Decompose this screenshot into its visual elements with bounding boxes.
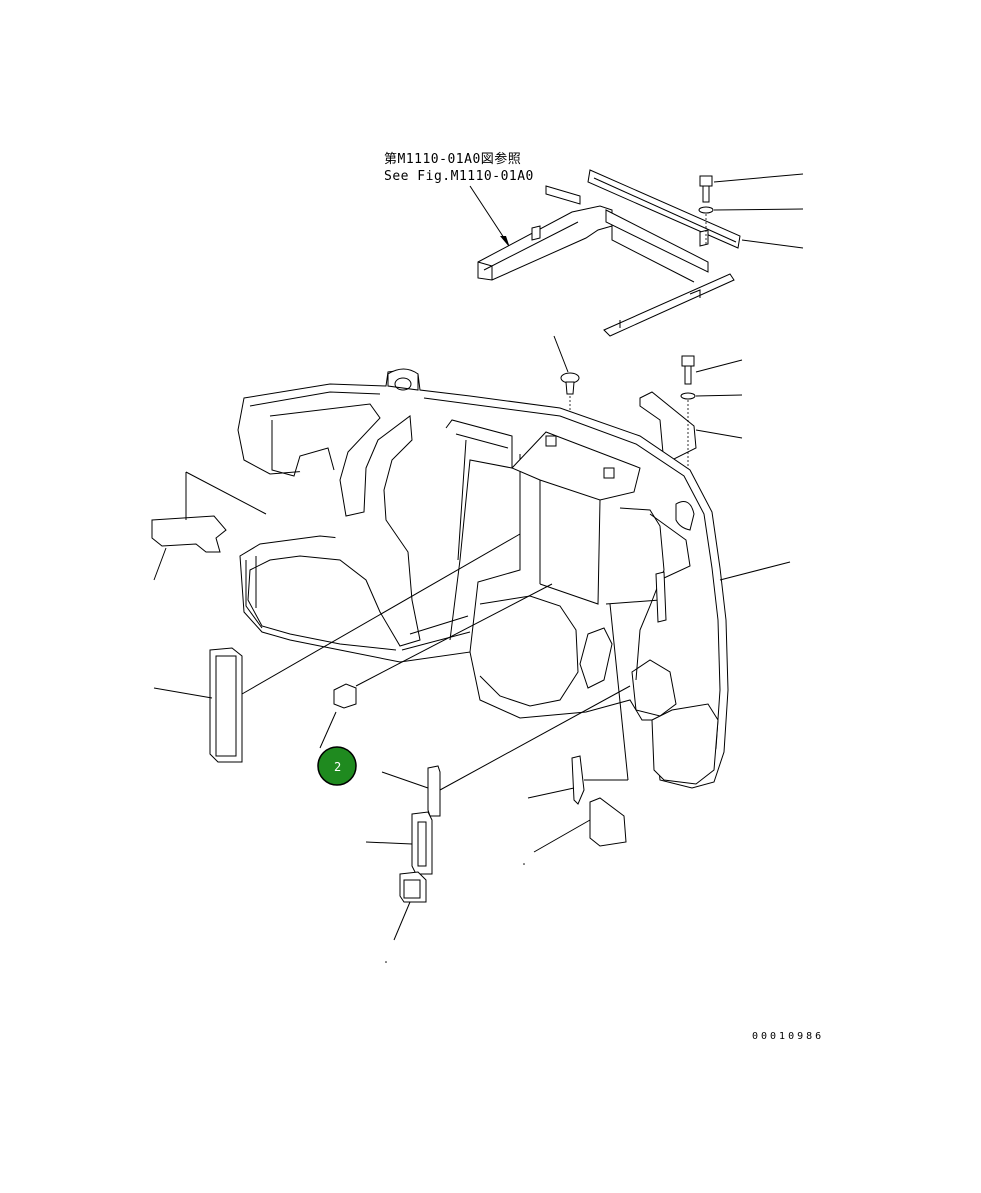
bolt-right xyxy=(681,355,743,385)
bracket-right xyxy=(639,391,743,500)
reference-note-en: See Fig.M1110-01A0 xyxy=(384,169,534,184)
reference-note-jp: 第M1110-01A0図参照 xyxy=(384,151,521,167)
seal-flat-pad xyxy=(151,471,267,581)
seal-long-strip xyxy=(153,533,521,763)
drawing-number: 00010986 xyxy=(752,1031,824,1042)
bolt-top xyxy=(699,173,804,203)
frame-assembly xyxy=(477,169,741,337)
seal-square xyxy=(393,871,427,941)
seal-strip-a xyxy=(381,685,631,817)
seal-strip-b xyxy=(365,811,433,875)
seal-wedge-a xyxy=(527,571,667,805)
main-housing xyxy=(237,368,791,789)
seal-wedge-b xyxy=(533,797,627,853)
washer-top xyxy=(698,206,804,249)
callout-bubble-2[interactable]: 2 xyxy=(317,746,357,786)
seal-small-block xyxy=(319,583,553,749)
callout-label: 2 xyxy=(334,760,341,774)
reference-arrowhead xyxy=(500,236,510,248)
callout-circle xyxy=(317,746,357,786)
washer-right xyxy=(680,392,743,400)
reference-note: 第M1110-01A0図参照 See Fig.M1110-01A0 xyxy=(384,151,534,248)
